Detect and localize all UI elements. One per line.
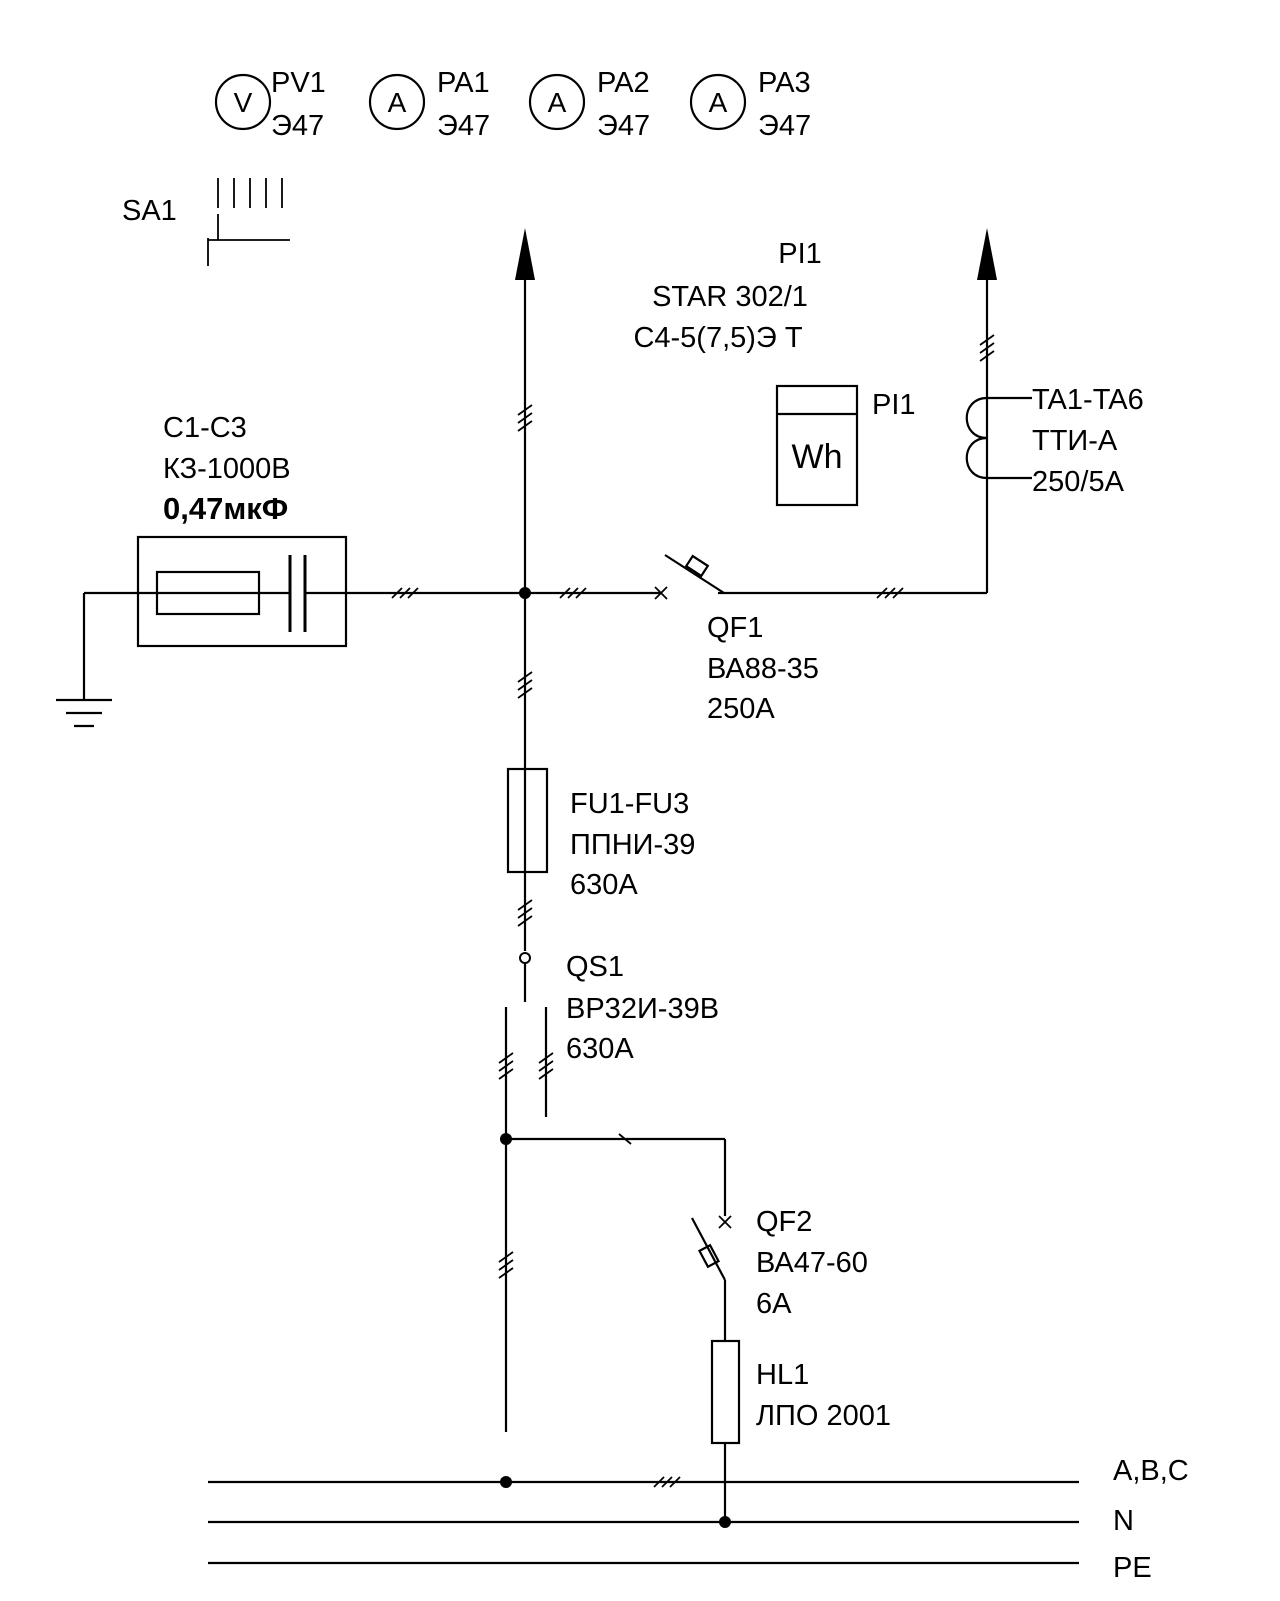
ammeter-pa3: A PA3 Э47	[689, 67, 811, 142]
junction-dot	[719, 1516, 731, 1528]
hl1-label: HL1	[756, 1359, 809, 1391]
fuse-fu1-fu3: FU1-FU3 ППНИ-39 630А	[506, 767, 695, 951]
indicator-lamp-hl1: HL1 ЛПО 2001	[710, 1339, 891, 1522]
fuse-model: ППНИ-39	[570, 829, 695, 861]
phase-bus-label: A,B,C	[1113, 1455, 1189, 1487]
selector-switch-sa1: SA1	[122, 178, 290, 266]
meter-model-pv1: Э47	[271, 110, 324, 142]
meter-model-pa2: Э47	[597, 110, 650, 142]
energy-meter-box-label: PI1	[872, 389, 916, 421]
ammeter-letter: A	[548, 87, 567, 118]
qf1-label: QF1	[707, 612, 763, 644]
meter-label-pa1: PA1	[437, 67, 490, 99]
fuse-rating: 630А	[570, 869, 638, 901]
outgoing-arrow-icon	[977, 228, 997, 280]
energy-meter-spec: С4-5(7,5)Э Т	[633, 322, 802, 354]
fuse-label: FU1-FU3	[570, 788, 689, 820]
voltmeter-pv1: V PV1 Э47	[214, 67, 326, 142]
hl1-model: ЛПО 2001	[756, 1400, 891, 1432]
capacitor-label: С1-С3	[163, 412, 247, 444]
capacitor-model: КЗ-1000В	[163, 453, 291, 485]
capacitor-value: 0,47мкФ	[163, 491, 288, 526]
meter-model-pa1: Э47	[437, 110, 490, 142]
ammeter-letter: A	[709, 87, 728, 118]
meter-model-pa3: Э47	[758, 110, 811, 142]
capacitor-enclosure	[136, 535, 348, 648]
horizontal-branch-line	[84, 587, 660, 599]
circuit-breaker-qf2: QF2 ВА47-60 6А	[691, 1206, 868, 1341]
disconnector-qs1: QS1 ВР32И-39В 630А	[498, 951, 719, 1432]
qf1-rating: 250А	[707, 693, 775, 725]
energy-meter-symbol: Wh	[792, 438, 843, 476]
ammeter-symbol	[689, 73, 747, 131]
earth-bus-label: PE	[1113, 1552, 1152, 1584]
qf2-rating: 6А	[756, 1288, 792, 1320]
ground-icon	[56, 593, 112, 728]
main-feeder-line	[515, 228, 535, 769]
qs1-model: ВР32И-39В	[566, 993, 719, 1025]
circuit-breaker-qf1: QF1 ВА88-35 250А	[654, 554, 987, 725]
qf2-model: ВА47-60	[756, 1247, 868, 1279]
energy-meter-model: STAR 302/1	[652, 281, 808, 313]
control-branch-line	[500, 1133, 727, 1216]
ammeter-symbol	[528, 73, 586, 131]
qf1-model: ВА88-35	[707, 653, 819, 685]
outgoing-arrow-icon	[515, 228, 535, 280]
ammeter-pa2: A PA2 Э47	[528, 67, 650, 142]
meter-label-pv1: PV1	[271, 67, 326, 99]
discharge-resistor	[155, 570, 261, 616]
energy-meter-label: PI1	[778, 238, 822, 270]
voltmeter-letter: V	[234, 87, 253, 118]
ammeter-pa1: A PA1 Э47	[368, 67, 490, 142]
busbars: A,B,C N PE	[208, 1455, 1189, 1584]
ammeter-letter: A	[388, 87, 407, 118]
qs1-rating: 630А	[566, 1033, 634, 1065]
qs1-label: QS1	[566, 951, 624, 983]
junction-dot	[500, 1476, 512, 1488]
switch-pivot	[519, 952, 531, 964]
lamp-symbol	[710, 1339, 741, 1445]
current-transformer-icon: TA1-TA6 ТТИ-А 250/5А	[965, 384, 1144, 498]
ct-rating: 250/5А	[1032, 466, 1125, 498]
meter-label-pa2: PA2	[597, 67, 650, 99]
meter-label-pa3: PA3	[758, 67, 811, 99]
metering-feeder-line	[977, 228, 997, 593]
sa1-label: SA1	[122, 195, 177, 227]
voltmeter-symbol	[214, 73, 272, 131]
ammeter-symbol	[368, 73, 426, 131]
ct-model: ТТИ-А	[1032, 425, 1118, 457]
qf2-label: QF2	[756, 1206, 812, 1238]
energy-meter-pi1: PI1 STAR 302/1 С4-5(7,5)Э Т Wh PI1	[633, 238, 916, 507]
ct-label: TA1-TA6	[1032, 384, 1144, 416]
fuse-symbol	[506, 767, 549, 874]
capacitor-block-c1-c3: С1-С3 КЗ-1000В 0,47мкФ	[136, 412, 348, 648]
neutral-bus-label: N	[1113, 1505, 1134, 1537]
energy-meter-box	[775, 384, 859, 507]
